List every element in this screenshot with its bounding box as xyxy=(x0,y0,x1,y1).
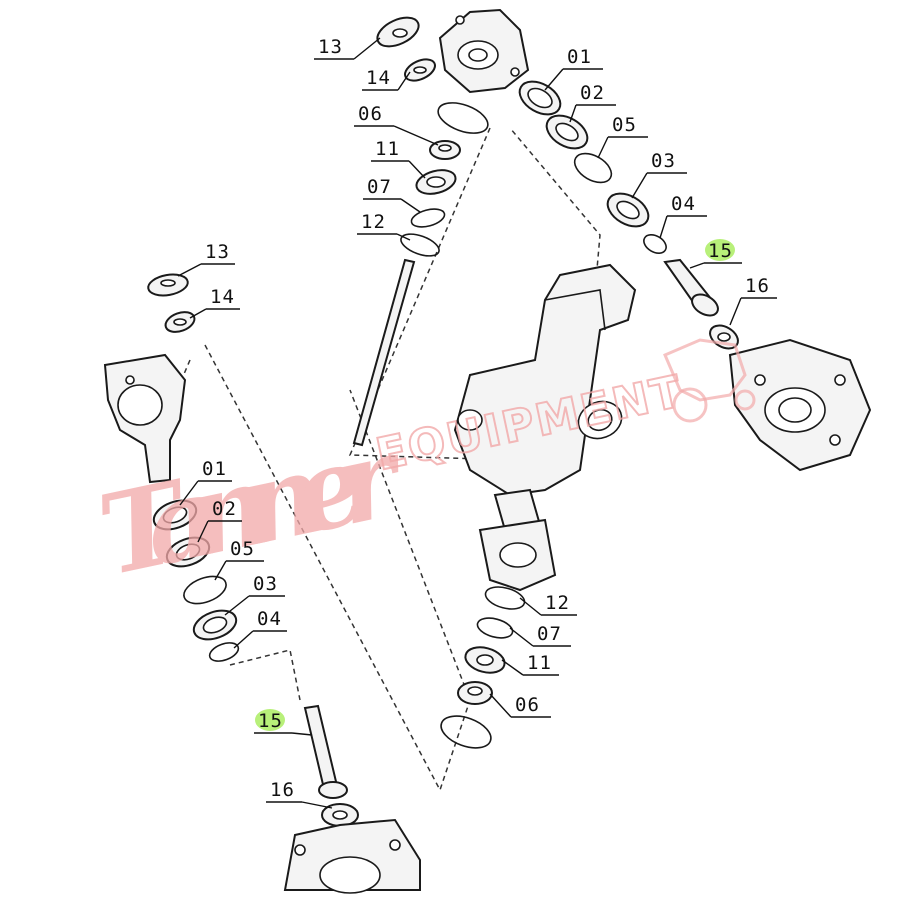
callout-b07: 07 xyxy=(509,623,571,647)
callout-b03: 03 xyxy=(224,573,285,616)
callout-number: 16 xyxy=(270,779,295,801)
callout-number: 13 xyxy=(205,241,230,263)
callout-number: 04 xyxy=(671,193,696,215)
top-assembly-parts xyxy=(352,8,872,472)
callout-labels: 13 14 06 11 07 12 01 02 05 03 04 15 16 13 14 01 02 05 03 04… xyxy=(177,36,777,809)
callout-number: 01 xyxy=(202,458,227,480)
callout-number: 02 xyxy=(580,82,605,104)
callout-t13: 13 xyxy=(314,36,381,60)
callout-underline xyxy=(544,68,603,91)
callout-t12: 12 xyxy=(357,211,411,241)
callout-number: 03 xyxy=(253,573,278,595)
callout-number: 05 xyxy=(230,538,255,560)
callout-number: 04 xyxy=(257,608,282,630)
callout-number: 15 xyxy=(258,710,283,732)
bottom-assembly-parts xyxy=(103,273,421,894)
axle-housing xyxy=(453,263,637,592)
callout-underline xyxy=(631,172,687,199)
callout-b15: 15 xyxy=(254,709,313,736)
callout-b11: 11 xyxy=(501,652,559,676)
callout-underline xyxy=(501,659,559,676)
callout-underline xyxy=(189,308,240,319)
callout-t15: 15 xyxy=(689,239,742,269)
callout-number: 06 xyxy=(515,694,540,716)
callout-t11: 11 xyxy=(371,138,426,179)
callout-underline xyxy=(214,560,264,581)
callout-underline xyxy=(177,263,235,277)
callout-number: 11 xyxy=(527,652,552,674)
callout-underline xyxy=(729,297,777,326)
callout-number: 12 xyxy=(545,592,570,614)
callout-t07: 07 xyxy=(363,176,421,213)
callout-number: 12 xyxy=(361,211,386,233)
callout-underline xyxy=(597,136,648,159)
callout-number: 06 xyxy=(358,103,383,125)
callout-number: 07 xyxy=(367,176,392,198)
callout-b01: 01 xyxy=(179,458,232,506)
callout-underline xyxy=(254,732,313,736)
callout-underline xyxy=(519,597,577,616)
tanner-equipment-watermark: Tanner EQUIPMENT xyxy=(89,338,756,600)
callout-number: 05 xyxy=(612,114,637,136)
callout-t03: 03 xyxy=(631,150,687,199)
callout-underline xyxy=(233,630,287,649)
callout-number: 07 xyxy=(537,623,562,645)
callout-underline xyxy=(363,198,421,213)
callout-underline xyxy=(197,520,242,543)
callout-underline xyxy=(354,125,439,146)
callout-b14: 14 xyxy=(189,286,240,319)
callout-highlight xyxy=(255,709,285,731)
callout-number: 14 xyxy=(210,286,235,308)
callout-number: 03 xyxy=(651,150,676,172)
callout-t16: 16 xyxy=(729,275,777,326)
callout-b12: 12 xyxy=(519,592,577,616)
callout-t05: 05 xyxy=(597,114,648,159)
callout-number: 13 xyxy=(318,36,343,58)
callout-b02: 02 xyxy=(197,498,242,543)
callout-underline xyxy=(314,37,381,60)
tractor-wheel-icon xyxy=(672,387,708,423)
callout-t14: 14 xyxy=(362,67,411,91)
callout-number: 16 xyxy=(745,275,770,297)
callout-underline xyxy=(569,104,616,123)
callout-t01: 01 xyxy=(544,46,603,91)
callout-t02: 02 xyxy=(569,82,616,123)
callout-underline xyxy=(509,627,571,647)
callout-underline xyxy=(224,595,285,616)
callout-underline xyxy=(659,215,707,239)
callout-underline xyxy=(489,693,551,718)
callout-number: 11 xyxy=(375,138,400,160)
callout-underline xyxy=(179,480,232,506)
callout-b06: 06 xyxy=(489,693,551,718)
callout-underline xyxy=(266,801,333,809)
callout-number: 02 xyxy=(212,498,237,520)
callout-number: 01 xyxy=(567,46,592,68)
callout-underline xyxy=(362,71,411,91)
callout-underline xyxy=(357,233,411,241)
callout-b16: 16 xyxy=(266,779,333,809)
callout-t04: 04 xyxy=(659,193,707,239)
callout-underline xyxy=(689,262,742,269)
callout-b05: 05 xyxy=(214,538,264,581)
callout-underline xyxy=(371,160,426,179)
callout-number: 15 xyxy=(708,240,733,262)
callout-b13: 13 xyxy=(177,241,235,277)
callout-b04: 04 xyxy=(233,608,287,649)
callout-number: 14 xyxy=(366,67,391,89)
center-lower-parts xyxy=(440,586,526,749)
callout-highlight xyxy=(705,239,735,261)
callout-t06: 06 xyxy=(354,103,439,146)
